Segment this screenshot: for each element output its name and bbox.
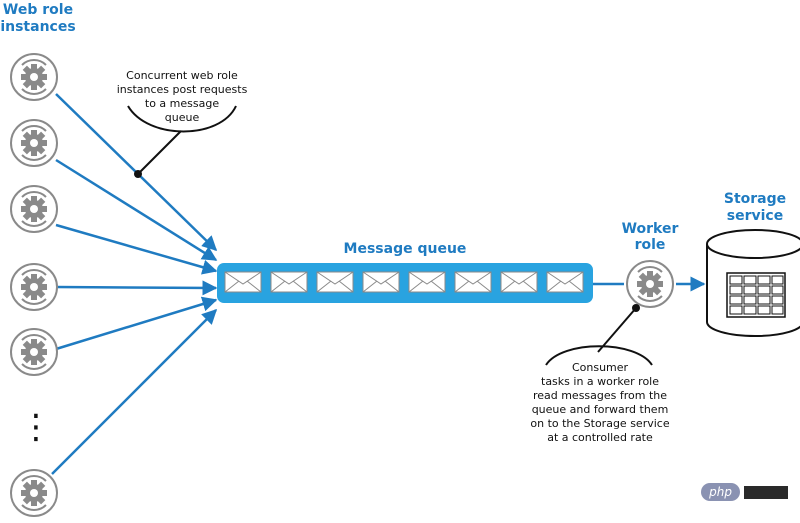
gear-icon (21, 64, 47, 90)
envelope-icon (500, 271, 538, 293)
envelope-icon (362, 271, 400, 293)
web-role-instances (10, 53, 58, 517)
web-note-line3: to a message (145, 97, 219, 110)
web-role-node (10, 328, 58, 376)
envelope-icon (546, 271, 584, 293)
worker-role-title-line1: Worker (622, 221, 679, 237)
web-role-title-line1: Web role (3, 2, 73, 18)
watermark-bar (744, 485, 788, 499)
message-queue-title: Message queue (344, 241, 467, 257)
message-queue (217, 263, 593, 303)
web-role-node (10, 119, 58, 167)
storage-title-line2: service (727, 208, 783, 224)
connection-arrow (55, 223, 218, 275)
consumer-annotation: Consumer tasks in a worker role read mes… (530, 304, 670, 444)
envelope-icon (454, 271, 492, 293)
watermark-badge: php (701, 483, 740, 501)
gear-icon (637, 271, 663, 297)
consumer-note-line2: tasks in a worker role (541, 375, 659, 388)
callout-brace (127, 105, 237, 133)
gear-icon (21, 480, 47, 506)
consumer-note-line3: read messages from the (533, 389, 667, 402)
consumer-note-line4: queue and forward them (532, 403, 669, 416)
web-role-node (10, 185, 58, 233)
web-to-queue-connections (51, 93, 218, 475)
callout-dot (134, 170, 142, 178)
callout-brace (545, 345, 653, 366)
web-role-title-line2: instances (0, 19, 75, 35)
web-note-line2: instances post requests (117, 83, 248, 96)
consumer-note-line6: at a controlled rate (547, 431, 653, 444)
ellipsis-dots: ⋮ (19, 407, 53, 447)
connection-arrow (55, 158, 218, 262)
callout-leader (137, 130, 182, 175)
connection-arrow (55, 280, 218, 296)
worker-role-title-line2: role (635, 237, 666, 253)
envelope-icon (224, 271, 262, 293)
callout-leader (597, 307, 637, 353)
connection-arrow (55, 296, 218, 351)
consumer-note-line5: on to the Storage service (530, 417, 669, 430)
gear-icon (21, 339, 47, 365)
web-role-node (10, 53, 58, 101)
queue-bar (217, 263, 593, 303)
web-note-line4: queue (165, 111, 200, 124)
web-role-annotation: Concurrent web role instances post reque… (117, 69, 248, 178)
envelope-icon (270, 271, 308, 293)
gear-icon (21, 196, 47, 222)
connection-arrow (51, 308, 218, 475)
worker-role-node (626, 260, 674, 308)
envelope-icon (316, 271, 354, 293)
gear-icon (21, 274, 47, 300)
gear-icon (21, 130, 47, 156)
watermark: php (701, 483, 788, 501)
consumer-note-line1: Consumer (572, 361, 629, 374)
envelope-icon (408, 271, 446, 293)
web-role-node (10, 263, 58, 311)
web-note-line1: Concurrent web role (126, 69, 238, 82)
database-icon (706, 229, 800, 337)
callout-dot (632, 304, 640, 312)
web-role-node (10, 469, 58, 517)
storage-title-line1: Storage (724, 191, 786, 207)
